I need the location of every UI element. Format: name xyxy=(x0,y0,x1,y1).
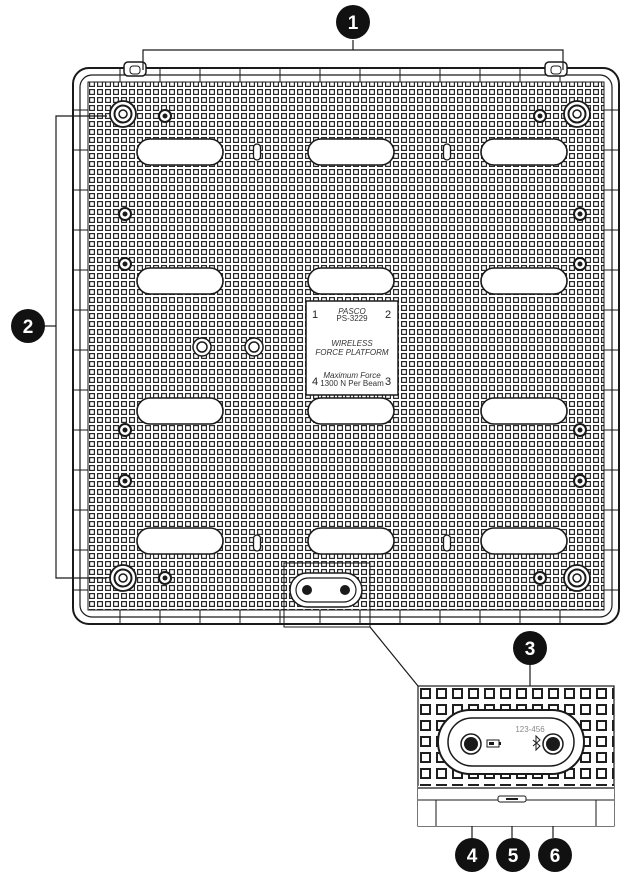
screw-hole-center xyxy=(162,113,168,119)
callout-6: 6 xyxy=(538,838,572,872)
top-lug-right xyxy=(544,61,568,77)
label-plate: 1 2 4 3 PASCO PS-3229 WIRELESS FORCE PLA… xyxy=(305,300,399,396)
oval-slot xyxy=(136,397,224,425)
bluetooth-icon xyxy=(532,734,541,752)
screw-hole-center xyxy=(122,478,128,484)
vertical-slot xyxy=(442,143,452,161)
plate-model: PS-3229 xyxy=(336,314,368,323)
screw-hole-center xyxy=(122,427,128,433)
oval-slot xyxy=(136,267,224,295)
oval-slot xyxy=(480,138,568,166)
svg-text:6: 6 xyxy=(550,846,561,867)
plate-max-line2: 1300 N Per Beam xyxy=(320,379,384,388)
screw-hole-center xyxy=(537,113,543,119)
plate-corner-4: 4 xyxy=(312,376,318,388)
platform-inner-frame xyxy=(79,74,613,618)
corner-foot-core xyxy=(118,109,128,119)
platform: 1 2 4 3 PASCO PS-3229 WIRELESS FORCE PLA… xyxy=(72,61,620,625)
battery-icon xyxy=(486,739,501,748)
vertical-slot xyxy=(252,534,262,552)
svg-text:3: 3 xyxy=(525,639,536,660)
plate-corner-1: 1 xyxy=(312,309,318,321)
callout-4: 4 xyxy=(455,838,489,872)
svg-text:4: 4 xyxy=(467,846,478,867)
corner-foot-core xyxy=(118,573,128,583)
plate-name-line1: WIRELESS xyxy=(331,339,373,348)
oval-slots xyxy=(136,138,568,555)
oval-slot xyxy=(480,527,568,555)
oval-slot xyxy=(136,138,224,166)
screw-hole-center xyxy=(577,261,583,267)
screw-hole-center xyxy=(577,478,583,484)
screw-hole-center xyxy=(577,211,583,217)
control-panel-small xyxy=(289,572,363,608)
sync-button-icon[interactable] xyxy=(542,733,564,755)
screw-hole-center xyxy=(577,427,583,433)
top-lug-left xyxy=(123,61,147,77)
oval-slot xyxy=(480,397,568,425)
oval-slot xyxy=(307,397,395,425)
center-mount-left xyxy=(192,337,212,357)
callout-3: 3 xyxy=(513,631,547,665)
oval-slot xyxy=(480,267,568,295)
center-mount-right xyxy=(244,337,264,357)
oval-slot xyxy=(307,138,395,166)
plate-brand: PASCO xyxy=(338,307,365,316)
vertical-slots xyxy=(252,143,452,552)
oval-slot xyxy=(307,527,395,555)
plate-corner-2: 2 xyxy=(385,309,391,321)
corner-foot-ring xyxy=(567,568,587,588)
corner-foot-ring xyxy=(113,104,133,124)
screw-hole-center xyxy=(122,211,128,217)
callout-1: 1 xyxy=(336,5,370,39)
corner-foot-core xyxy=(572,109,582,119)
screw-hole-center xyxy=(122,261,128,267)
plate-name-line2: FORCE PLATFORM xyxy=(315,348,389,357)
screw-holes xyxy=(118,109,587,585)
device-id-label: 123-456 xyxy=(515,725,545,734)
vertical-slot xyxy=(442,534,452,552)
oval-slot xyxy=(307,267,395,295)
zoom-inset: 123-456 xyxy=(417,685,615,827)
callout-2: 2 xyxy=(11,309,45,343)
plate-corner-3: 3 xyxy=(385,376,391,388)
svg-text:2: 2 xyxy=(23,317,34,338)
callout-5: 5 xyxy=(496,838,530,872)
corner-feet xyxy=(109,100,591,592)
corner-foot-ring xyxy=(567,104,587,124)
corner-foot-core xyxy=(572,573,582,583)
vertical-slot xyxy=(252,143,262,161)
corner-foot-ring xyxy=(113,568,133,588)
oval-slot xyxy=(136,527,224,555)
screw-hole-center xyxy=(162,575,168,581)
screw-hole-center xyxy=(537,575,543,581)
edge-tabs xyxy=(73,68,619,624)
plate-max-line1: Maximum Force xyxy=(323,371,381,380)
svg-text:1: 1 xyxy=(348,13,359,34)
svg-text:5: 5 xyxy=(508,846,519,867)
power-button-icon[interactable] xyxy=(460,733,482,755)
